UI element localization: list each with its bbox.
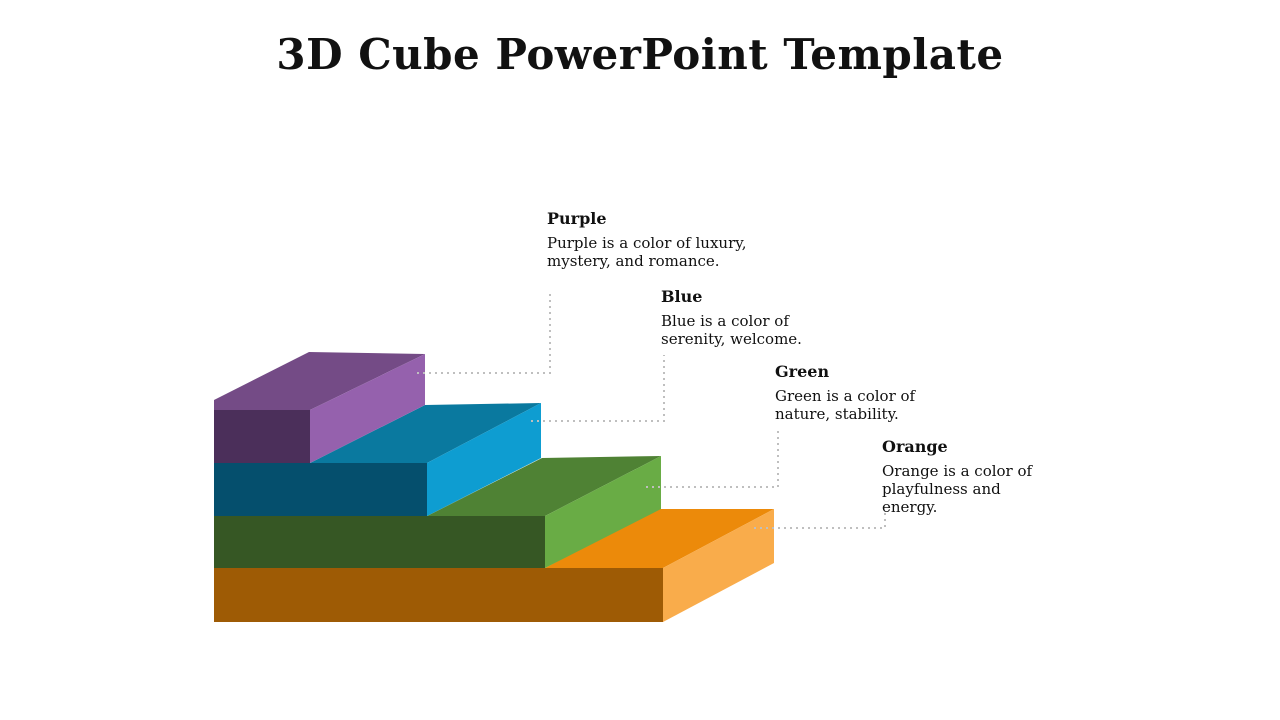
orange-description: Orange is a color of playfulness and ene… bbox=[882, 462, 1033, 516]
blue-block-top bbox=[310, 403, 541, 463]
orange-label: Orange Orange is a color of playfulness … bbox=[882, 437, 1057, 516]
purple-label: Purple Purple is a color of luxury, myst… bbox=[547, 209, 747, 270]
orange-block-top bbox=[545, 509, 774, 568]
blue-connector bbox=[531, 355, 665, 422]
connectors bbox=[417, 290, 886, 529]
orange-connector bbox=[754, 510, 886, 529]
orange-block-front bbox=[214, 568, 663, 622]
blue-label: Blue Blue is a color of serenity, welcom… bbox=[661, 287, 821, 348]
green-heading: Green bbox=[775, 362, 830, 381]
purple-block-front bbox=[214, 410, 310, 463]
blue-block-front bbox=[214, 463, 427, 516]
green-block-top bbox=[427, 456, 661, 516]
green-description: Green is a color of nature, stability. bbox=[775, 387, 916, 423]
purple-description: Purple is a color of luxury, mystery, an… bbox=[547, 234, 747, 270]
blue-heading: Blue bbox=[661, 287, 703, 306]
orange-block bbox=[214, 509, 774, 622]
purple-block-top bbox=[214, 352, 425, 410]
purple-heading: Purple bbox=[547, 209, 607, 228]
green-block-side bbox=[545, 456, 661, 568]
orange-block-side bbox=[663, 509, 774, 622]
purple-block bbox=[214, 352, 425, 463]
blue-description: Blue is a color of serenity, welcome. bbox=[661, 312, 802, 348]
green-block-front bbox=[214, 516, 545, 568]
orange-heading: Orange bbox=[882, 437, 948, 456]
purple-block-side bbox=[310, 354, 425, 463]
page-title: 3D Cube PowerPoint Template bbox=[276, 30, 1004, 79]
green-block bbox=[214, 456, 661, 568]
green-connector bbox=[646, 428, 779, 488]
blue-block-side bbox=[427, 403, 541, 516]
blue-block bbox=[214, 403, 541, 516]
green-label: Green Green is a color of nature, stabil… bbox=[775, 362, 925, 423]
purple-connector bbox=[417, 290, 551, 374]
